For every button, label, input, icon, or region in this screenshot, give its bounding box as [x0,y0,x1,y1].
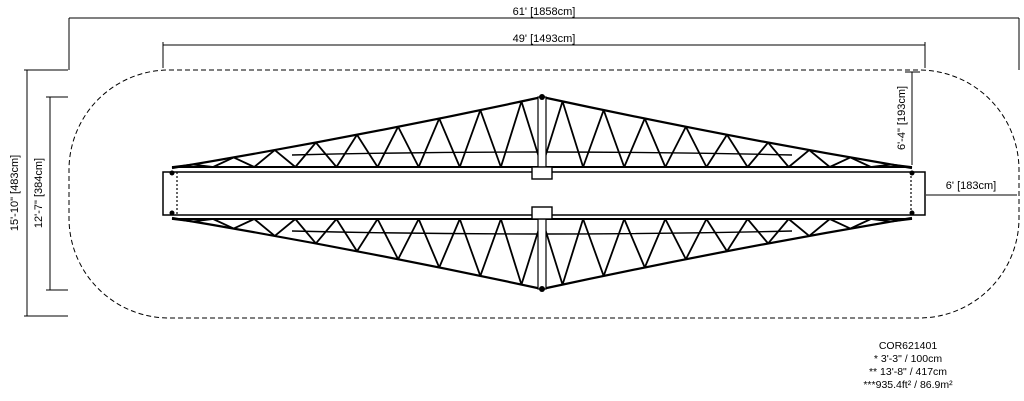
lower-truss [169,206,915,292]
upper-truss [169,94,915,180]
dim-overall-width: 15'-10" [483cm] [9,69,68,317]
model-number: COR621401 [878,340,938,352]
truss-height-label: 6'-4" [193cm] [896,86,908,150]
dim-truss-height: 6'-4" [193cm] [896,71,920,165]
notes-block: COR621401 * 3'-3" / 100cm ** 13'-8" / 41… [838,340,978,392]
dim-overall-length: 61' [1858cm] [68,6,1020,70]
frame-width-label: 12'-7" [384cm] [33,158,45,228]
dim-frame-width: 12'-7" [384cm] [33,96,68,291]
beam-width-label: 6' [183cm] [946,180,996,192]
note-line-1: * 3'-3" / 100cm [873,353,943,365]
note-line-3: ***935.4ft² / 86.9m² [863,379,953,391]
dim-beam-width: 6' [183cm] [926,180,1017,196]
frame-length-label: 49' [1493cm] [513,33,576,45]
note-line-2: ** 13'-8" / 417cm [868,366,948,378]
overall-length-label: 61' [1858cm] [513,6,576,18]
dim-frame-length: 49' [1493cm] [162,33,926,68]
footprint-boundary [68,69,1020,319]
overall-width-label: 15'-10" [483cm] [9,155,21,231]
